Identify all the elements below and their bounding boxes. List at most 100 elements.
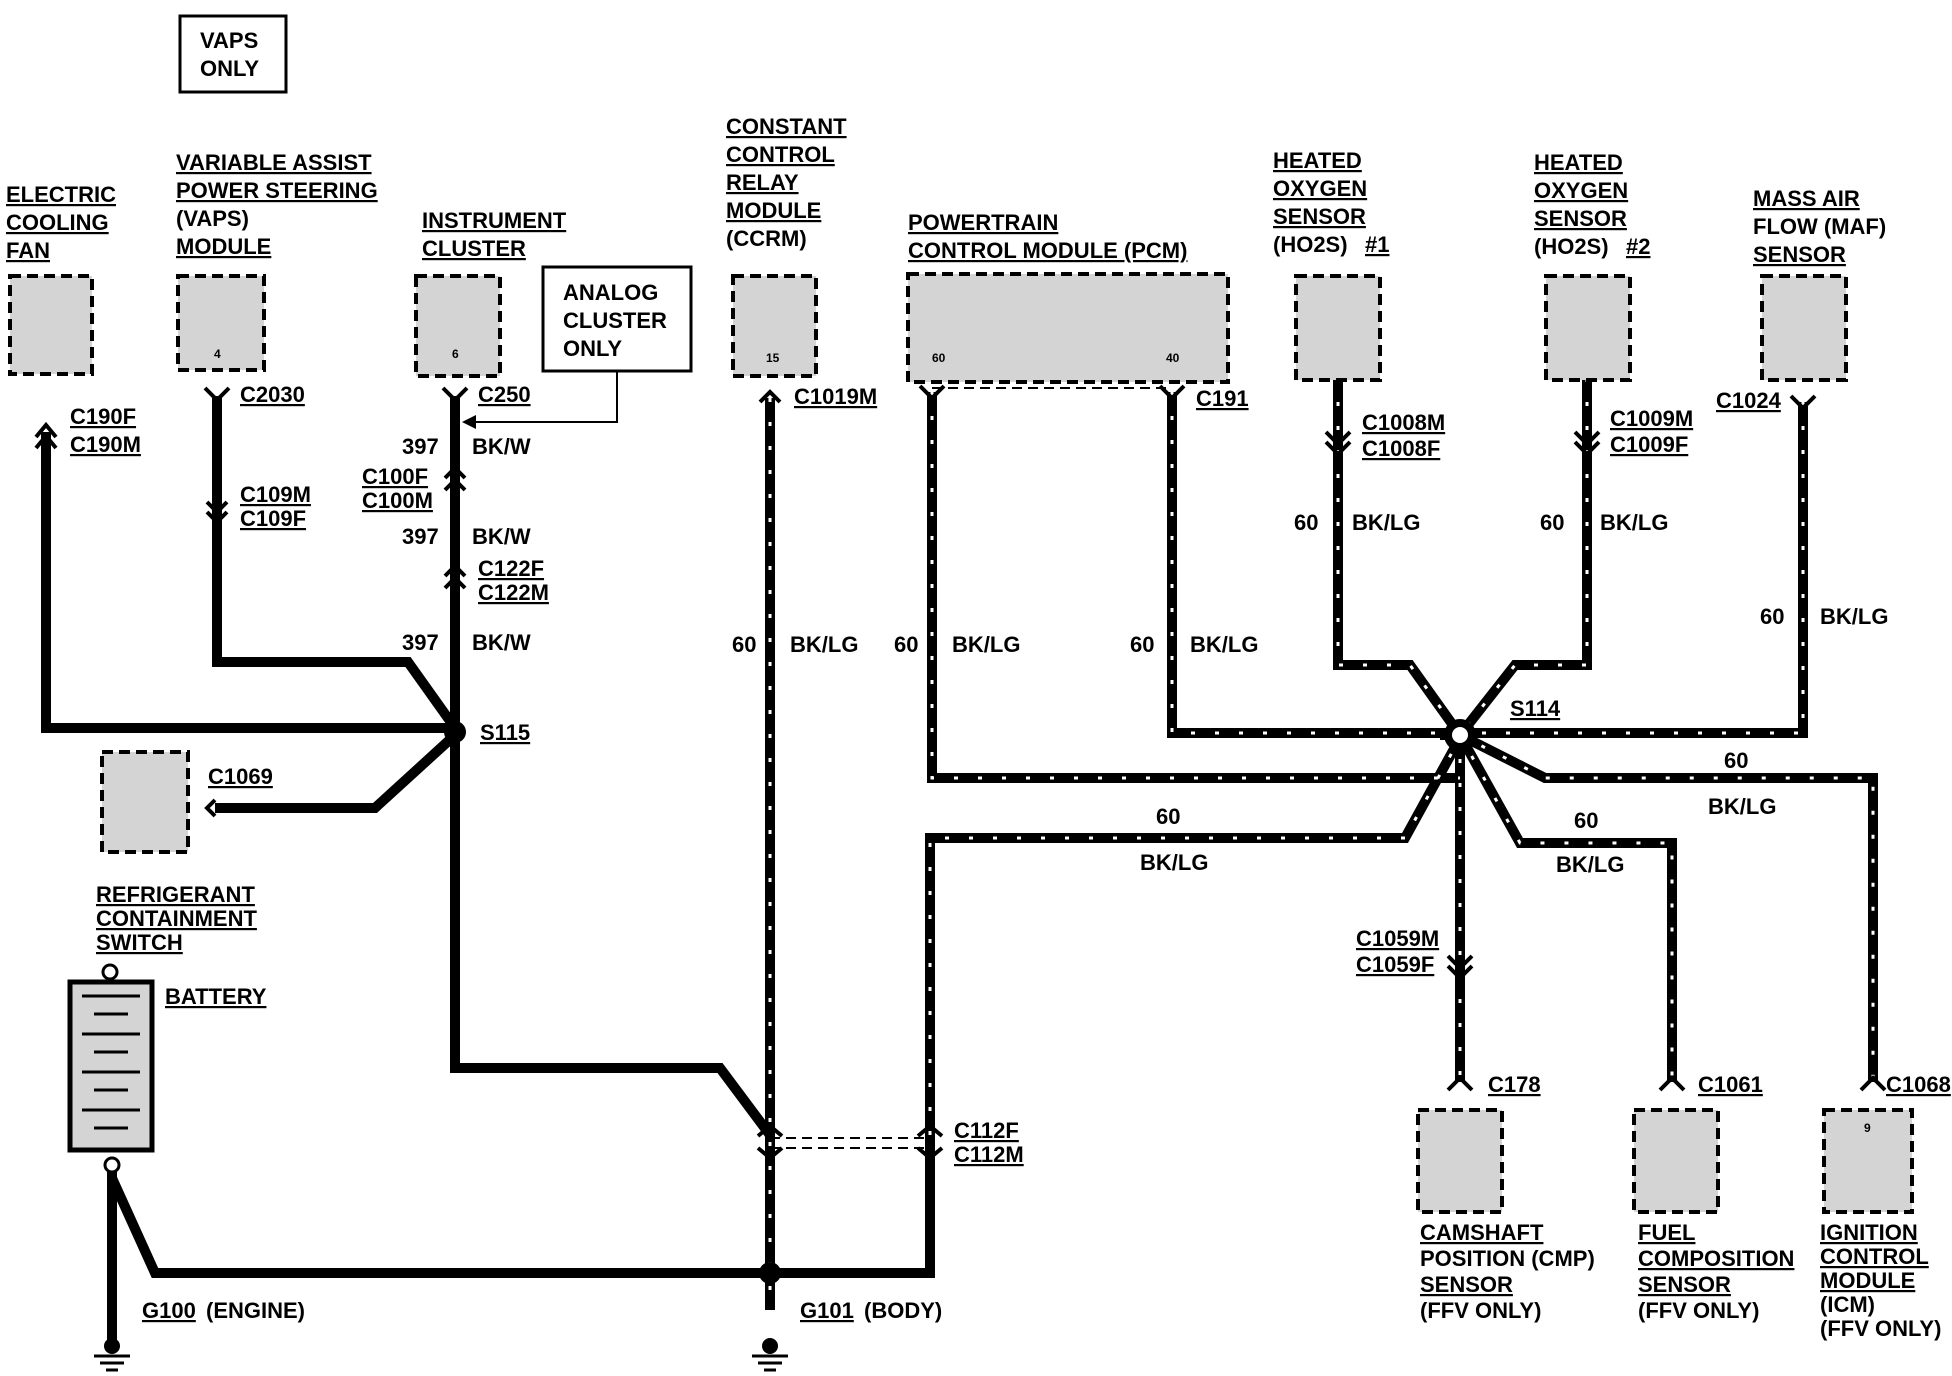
connector-symbols xyxy=(34,384,1887,1161)
svg-text:BK/W: BK/W xyxy=(472,524,531,549)
svg-text:C1008M: C1008M xyxy=(1362,410,1445,435)
svg-text:#2: #2 xyxy=(1626,234,1650,259)
svg-text:BK/LG: BK/LG xyxy=(1600,510,1668,535)
svg-text:(FFV ONLY): (FFV ONLY) xyxy=(1820,1316,1941,1341)
electric-cooling-fan: ELECTRIC COOLING FAN xyxy=(6,182,116,376)
svg-text:C109M: C109M xyxy=(240,482,311,507)
svg-text:CONTAINMENT: CONTAINMENT xyxy=(96,906,257,931)
svg-text:(VAPS): (VAPS) xyxy=(176,206,249,231)
svg-text:SENSOR: SENSOR xyxy=(1420,1272,1513,1297)
svg-text:C112F: C112F xyxy=(954,1118,1019,1143)
ground-g100-sub: (ENGINE) xyxy=(206,1298,305,1323)
svg-text:C178: C178 xyxy=(1488,1072,1541,1097)
svg-text:CONTROL: CONTROL xyxy=(1820,1244,1929,1269)
fuel-composition-sensor: FUEL COMPOSITION SENSOR (FFV ONLY) xyxy=(1632,1108,1794,1323)
svg-text:60: 60 xyxy=(732,632,756,657)
svg-text:CONSTANT: CONSTANT xyxy=(726,114,847,139)
svg-text:#1: #1 xyxy=(1365,232,1389,257)
svg-text:C100F: C100F xyxy=(362,464,428,489)
svg-text:60: 60 xyxy=(932,351,946,365)
wire-labels: 397 BK/W 397 BK/W 397 BK/W 60 BK/LG 60 B… xyxy=(402,434,1888,877)
svg-text:SENSOR: SENSOR xyxy=(1534,206,1627,231)
svg-text:BK/LG: BK/LG xyxy=(1556,852,1624,877)
ground-g101-sub: (BODY) xyxy=(864,1298,942,1323)
svg-text:HEATED: HEATED xyxy=(1534,150,1623,175)
ground-g101-label: G101 xyxy=(800,1298,854,1323)
svg-text:C122M: C122M xyxy=(478,580,549,605)
svg-text:397: 397 xyxy=(402,524,439,549)
svg-text:COOLING: COOLING xyxy=(6,210,109,235)
svg-text:60: 60 xyxy=(1574,808,1598,833)
refrigerant-containment-switch: REFRIGERANT CONTAINMENT SWITCH xyxy=(96,882,257,955)
ground-g100-icon xyxy=(94,1338,130,1372)
svg-text:60: 60 xyxy=(1760,604,1784,629)
svg-text:(HO2S): (HO2S) xyxy=(1273,232,1348,257)
battery: BATTERY xyxy=(67,963,267,1174)
maf-sensor: MASS AIR FLOW (MAF) SENSOR xyxy=(1753,186,1886,382)
svg-text:397: 397 xyxy=(402,630,439,655)
analog-note-line-2: CLUSTER xyxy=(563,308,667,333)
svg-text:C109F: C109F xyxy=(240,506,306,531)
analog-note-line-3: ONLY xyxy=(563,336,622,361)
splice-s115 xyxy=(444,721,466,743)
svg-text:POWERTRAIN: POWERTRAIN xyxy=(908,210,1058,235)
svg-text:C122F: C122F xyxy=(478,556,544,581)
analog-note-line-1: ANALOG xyxy=(563,280,658,305)
svg-text:C191: C191 xyxy=(1196,386,1249,411)
ccrm: 15 CONSTANT CONTROL RELAY MODULE (CCRM) xyxy=(726,114,847,378)
svg-text:BK/LG: BK/LG xyxy=(952,632,1020,657)
svg-text:60: 60 xyxy=(1130,632,1154,657)
svg-text:MODULE: MODULE xyxy=(726,198,821,223)
svg-text:C190M: C190M xyxy=(70,432,141,457)
svg-text:POSITION (CMP): POSITION (CMP) xyxy=(1420,1246,1595,1271)
wire-stripes xyxy=(768,378,1875,1310)
svg-text:BK/W: BK/W xyxy=(472,630,531,655)
svg-text:60: 60 xyxy=(894,632,918,657)
svg-text:40: 40 xyxy=(1166,351,1180,365)
svg-text:397: 397 xyxy=(402,434,439,459)
svg-text:SWITCH: SWITCH xyxy=(96,930,183,955)
svg-text:REFRIGERANT: REFRIGERANT xyxy=(96,882,255,907)
svg-text:C1008F: C1008F xyxy=(1362,436,1440,461)
connector-labels: C190F C190M C2030 C109M C109F C250 C100F… xyxy=(70,382,1951,1167)
svg-text:POWER STEERING: POWER STEERING xyxy=(176,178,378,203)
svg-text:C1009M: C1009M xyxy=(1610,406,1693,431)
svg-text:4: 4 xyxy=(214,347,221,361)
vaps-only-line-1: VAPS xyxy=(200,28,258,53)
svg-text:MODULE: MODULE xyxy=(1820,1268,1915,1293)
svg-text:FUEL: FUEL xyxy=(1638,1220,1695,1245)
svg-text:(FFV ONLY): (FFV ONLY) xyxy=(1420,1298,1541,1323)
svg-text:(CCRM): (CCRM) xyxy=(726,226,807,251)
svg-text:60: 60 xyxy=(1294,510,1318,535)
svg-text:C1068: C1068 xyxy=(1886,1072,1951,1097)
svg-text:BK/LG: BK/LG xyxy=(1820,604,1888,629)
ignition-control-module: 9 IGNITION CONTROL MODULE (ICM) (FFV ONL… xyxy=(1820,1108,1941,1341)
ho2s-1: HEATED OXYGEN SENSOR (HO2S) #1 xyxy=(1273,148,1389,382)
svg-text:C1059F: C1059F xyxy=(1356,952,1434,977)
vaps-only-note: VAPS ONLY xyxy=(178,14,288,94)
svg-text:C1024: C1024 xyxy=(1716,388,1782,413)
ground-g101-icon xyxy=(752,1338,788,1372)
svg-text:OXYGEN: OXYGEN xyxy=(1273,176,1367,201)
svg-text:BK/LG: BK/LG xyxy=(1190,632,1258,657)
svg-text:60: 60 xyxy=(1540,510,1564,535)
c112-harness xyxy=(770,1137,930,1149)
svg-text:6: 6 xyxy=(452,347,459,361)
svg-text:C112M: C112M xyxy=(954,1142,1024,1167)
svg-text:C1069: C1069 xyxy=(208,764,273,789)
svg-text:60: 60 xyxy=(1156,804,1180,829)
svg-text:CLUSTER: CLUSTER xyxy=(422,236,526,261)
svg-text:9: 9 xyxy=(1864,1121,1871,1135)
svg-text:CAMSHAFT: CAMSHAFT xyxy=(1420,1220,1544,1245)
splice-s114 xyxy=(1444,719,1476,751)
svg-text:C1061: C1061 xyxy=(1698,1072,1763,1097)
svg-text:C190F: C190F xyxy=(70,404,136,429)
svg-text:SENSOR: SENSOR xyxy=(1753,242,1846,267)
svg-text:BATTERY: BATTERY xyxy=(165,984,267,1009)
svg-text:BK/LG: BK/LG xyxy=(1352,510,1420,535)
svg-text:C1009F: C1009F xyxy=(1610,432,1688,457)
analog-cluster-note: ANALOG CLUSTER ONLY xyxy=(462,265,693,429)
svg-text:CONTROL: CONTROL xyxy=(726,142,835,167)
vaps-only-line-2: ONLY xyxy=(200,56,259,81)
svg-text:C1019M: C1019M xyxy=(794,384,877,409)
